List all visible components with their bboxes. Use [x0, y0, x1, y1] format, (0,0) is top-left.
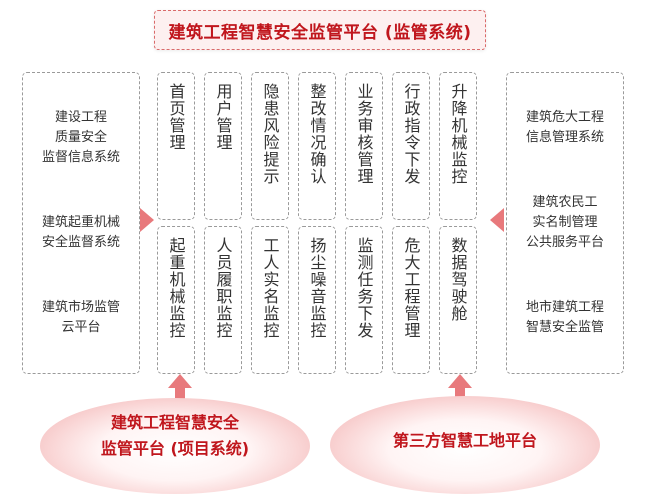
module-label: 整改情况确认 [307, 83, 327, 185]
module-task-dispatch[interactable]: 监测任务下发 [345, 226, 383, 374]
module-data-cockpit[interactable]: 数据驾驶舱 [439, 226, 477, 374]
module-admin-order[interactable]: 行政指令下发 [392, 72, 430, 220]
module-label: 升降机械监控 [448, 83, 468, 185]
project-system-label: 建筑工程智慧安全 监管平台 (项目系统) [100, 413, 250, 458]
module-label: 首页管理 [166, 83, 186, 151]
right-system-item: 建筑危大工程 信息管理系统 [525, 109, 604, 145]
arrow-up-icon [168, 374, 192, 414]
left-systems-panel: 建设工程 质量安全 监督信息系统 建筑起重机械 安全监督系统 建筑市场监管 云平… [22, 72, 140, 374]
module-label: 起重机械监控 [166, 237, 186, 339]
module-label: 数据驾驶舱 [448, 237, 468, 322]
third-party-platform [330, 396, 600, 494]
arrow-right-icon [140, 208, 154, 232]
left-system-item: 建筑市场监管 云平台 [41, 300, 120, 336]
arrow-up-icon [448, 374, 472, 414]
module-label: 扬尘噪音监控 [307, 237, 327, 339]
arrow-left-icon [490, 208, 504, 232]
right-system-item: 建筑农民工 实名制管理 公共服务平台 [525, 194, 604, 250]
project-system-platform [40, 398, 310, 494]
module-label: 人员履职监控 [213, 237, 233, 339]
module-staff-duty[interactable]: 人员履职监控 [204, 226, 242, 374]
module-hazardous-works[interactable]: 危大工程管理 [392, 226, 430, 374]
left-system-item: 建设工程 质量安全 监督信息系统 [41, 109, 120, 165]
platform-title: 建筑工程智慧安全监管平台 (监管系统) [154, 10, 486, 50]
right-systems-panel: 建筑危大工程 信息管理系统 建筑农民工 实名制管理 公共服务平台 地市建筑工程 … [506, 72, 624, 374]
module-label: 用户管理 [213, 83, 233, 151]
third-party-label: 第三方智慧工地平台 [392, 431, 537, 450]
module-business-review[interactable]: 业务审核管理 [345, 72, 383, 220]
left-system-item: 建筑起重机械 安全监督系统 [41, 214, 120, 250]
module-crane-monitoring[interactable]: 起重机械监控 [157, 226, 195, 374]
right-system-item: 地市建筑工程 智慧安全监管 [525, 300, 604, 336]
module-dust-noise[interactable]: 扬尘噪音监控 [298, 226, 336, 374]
module-user-management[interactable]: 用户管理 [204, 72, 242, 220]
module-label: 业务审核管理 [354, 83, 374, 185]
module-label: 行政指令下发 [401, 83, 421, 185]
module-homepage[interactable]: 首页管理 [157, 72, 195, 220]
module-rectification-confirm[interactable]: 整改情况确认 [298, 72, 336, 220]
module-label: 危大工程管理 [401, 237, 421, 339]
module-label: 工人实名监控 [260, 237, 280, 339]
module-label: 隐患风险提示 [260, 83, 280, 185]
module-hazard-alert[interactable]: 隐患风险提示 [251, 72, 289, 220]
module-label: 监测任务下发 [354, 237, 374, 339]
module-lift-monitoring[interactable]: 升降机械监控 [439, 72, 477, 220]
module-worker-realname[interactable]: 工人实名监控 [251, 226, 289, 374]
